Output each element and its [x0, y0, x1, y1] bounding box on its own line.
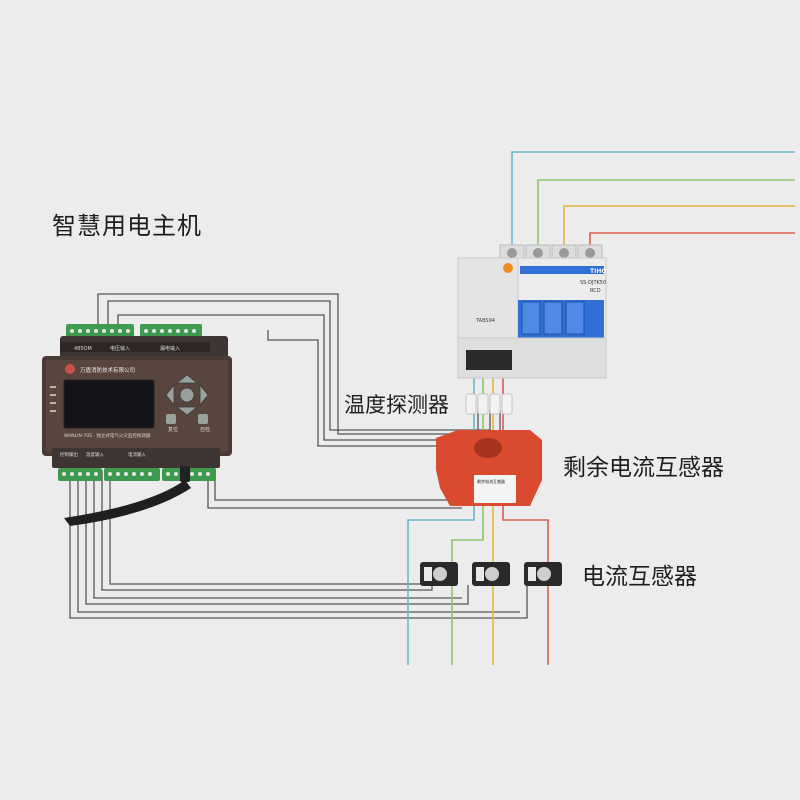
antenna-icon — [64, 466, 191, 526]
current-transformer-2 — [472, 562, 510, 586]
signal-wire-7 — [69, 470, 528, 619]
test-button[interactable] — [503, 263, 513, 273]
breaker-brand: TIHO — [590, 268, 606, 275]
signal-wire-11 — [101, 470, 433, 591]
bottom-label-temp: 温度输入 — [86, 451, 104, 458]
rcd-ct-hole — [474, 438, 502, 458]
signal-wire-6 — [207, 470, 462, 509]
model-line: WANLIN-70S · 独立式电气火灾监控探测器 — [64, 432, 151, 439]
breaker-output-terminals — [466, 350, 512, 370]
dpad-icon[interactable] — [165, 374, 209, 416]
btn-reset-label: 复位 — [168, 426, 178, 433]
btn-test[interactable] — [198, 414, 208, 424]
line-l3-in — [589, 232, 795, 248]
power-lines — [407, 151, 795, 665]
host-header-strip — [60, 342, 210, 352]
indicator-leds — [50, 386, 56, 412]
line-l1-in — [537, 179, 795, 248]
company-name: 万盾消防技术有限公司 — [80, 366, 135, 374]
host-housing-bottom — [52, 448, 220, 468]
circuit-breaker: TABS94 TIHO SS-DJTK50 RCD — [457, 244, 607, 379]
signal-wire-5 — [214, 470, 456, 501]
btn-test-label: 自检 — [200, 426, 210, 433]
rcd-ct-label-plate — [474, 475, 516, 503]
terminal-block-top-left — [66, 324, 134, 338]
logo-icon — [65, 364, 75, 374]
current-transformer-1 — [420, 562, 458, 586]
label-host: 智慧用电主机 — [52, 212, 202, 240]
temperature-probes — [465, 393, 513, 415]
signal-wire-2 — [107, 300, 491, 431]
btn-reset[interactable] — [166, 414, 176, 424]
port-label-leak: 漏电输入 — [160, 345, 180, 352]
bottom-label-current: 电流输入 — [128, 451, 146, 458]
signal-wire-10 — [93, 470, 462, 599]
signal-wire-3 — [117, 314, 464, 441]
rcd-ct-title: 剩余电流互感器 — [477, 478, 505, 484]
line-l3-out — [502, 372, 549, 665]
breaker-rating: RCD — [590, 288, 601, 294]
breaker-model: SS-DJTK50 — [580, 280, 606, 286]
bottom-label-ctrl: 控制输出 — [60, 451, 78, 458]
current-transformers — [420, 562, 562, 586]
port-label-485: 485OM — [74, 346, 92, 352]
toggle-1[interactable] — [521, 301, 541, 335]
terminal-block-bottom-mid — [104, 468, 160, 481]
current-transformer-3 — [524, 562, 562, 586]
lcd-screen — [63, 379, 155, 429]
residual-current-transformer: 剩余电流互感器 — [436, 430, 542, 506]
breaker-blue-header — [520, 266, 604, 274]
label-residual-current-transformer: 剩余电流互感器 — [563, 455, 724, 481]
signal-wire-9 — [85, 470, 469, 605]
toggle-2[interactable] — [543, 301, 563, 335]
line-l2-in — [563, 205, 795, 248]
label-current-transformer: 电流互感器 — [582, 564, 697, 590]
signal-wires — [69, 293, 528, 619]
label-temperature-probe: 温度探测器 — [344, 393, 449, 417]
toggle-3[interactable] — [565, 301, 585, 335]
signal-wire-12 — [109, 470, 426, 585]
test-label: TABS94 — [475, 318, 495, 324]
port-label-voltage: 电压输入 — [110, 345, 130, 352]
line-n-in — [511, 151, 795, 248]
host-unit: 485OM 电压输入 漏电输入 万盾消防技术有限公司 复位 自检 WANLIN-… — [42, 324, 232, 526]
